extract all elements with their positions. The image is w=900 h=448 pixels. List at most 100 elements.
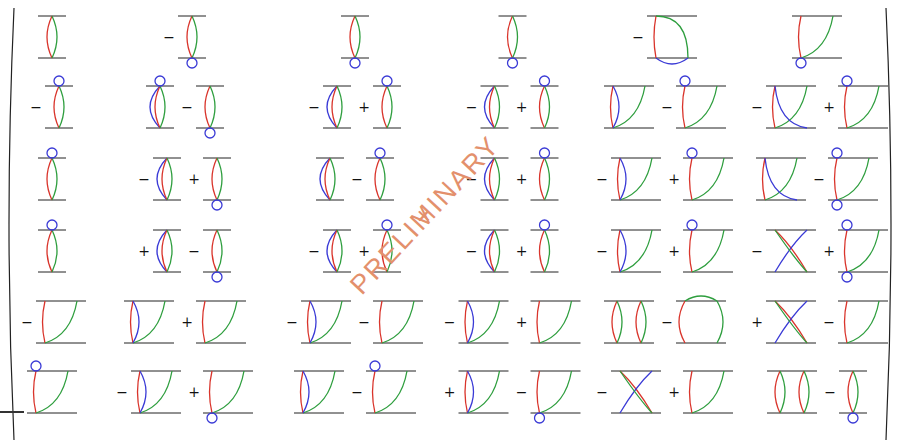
feynman-diagram [481, 86, 509, 128]
time-slice [604, 343, 654, 344]
sign-label: − [444, 313, 456, 331]
propagator-line [775, 86, 807, 128]
time-slice [611, 230, 661, 231]
propagator-line [320, 158, 330, 200]
right-bracket [886, 8, 891, 440]
sign-label: + [188, 383, 200, 401]
propagator-line [847, 301, 879, 343]
feynman-diagram [838, 76, 888, 128]
time-slice [373, 301, 423, 302]
sign-label: + [823, 242, 835, 260]
time-slice [838, 301, 888, 302]
propagator-line [775, 230, 807, 272]
propagator-line [617, 301, 622, 343]
feynman-diagram [203, 158, 231, 210]
propagator-line [375, 371, 407, 413]
time-slice [766, 86, 816, 87]
propagator-line [133, 301, 139, 343]
loop-bubble [687, 148, 697, 158]
time-slice [756, 200, 806, 201]
time-slice [676, 128, 726, 129]
propagator-line [485, 230, 495, 272]
loop-bubble [540, 220, 550, 230]
feynman-diagram [792, 16, 842, 68]
sign-label: + [181, 313, 193, 331]
time-slice [756, 158, 806, 159]
propagator-line [337, 86, 342, 128]
propagator-line [157, 158, 167, 200]
loop-bubble [680, 76, 690, 86]
propagator-line [47, 16, 52, 58]
time-slice [604, 301, 654, 302]
time-slice [366, 413, 416, 414]
sign-label: + [516, 242, 528, 260]
propagator-line [327, 86, 337, 128]
feynman-diagram [531, 301, 581, 343]
propagator-line [612, 301, 617, 343]
sign-label: − [596, 170, 608, 188]
feynman-diagram [481, 230, 509, 272]
time-slice [531, 371, 581, 372]
propagator-line [47, 230, 52, 272]
loop-bubble [535, 413, 545, 423]
propagator-line [692, 371, 724, 413]
propagator-line [685, 86, 717, 128]
propagator-line [52, 16, 57, 58]
time-slice [676, 343, 726, 344]
feynman-diagram [366, 361, 416, 413]
watermark: PRELIMINARY [344, 130, 506, 301]
propagator-line [656, 58, 688, 64]
feynman-diagram [839, 371, 867, 423]
propagator-line [773, 86, 776, 128]
propagator-line [620, 230, 652, 272]
propagator-line [157, 230, 167, 272]
sign-label: − [466, 242, 478, 260]
propagator-line [490, 86, 495, 128]
time-slice [373, 343, 423, 344]
feynman-diagram [766, 86, 816, 128]
sign-label: − [351, 383, 363, 401]
sign-label: + [668, 242, 680, 260]
feynman-diagram [341, 16, 369, 68]
loop-bubble [508, 58, 518, 68]
time-slice [766, 301, 816, 302]
propagator-line [690, 158, 693, 200]
propagator-line [765, 158, 797, 200]
time-slice [27, 413, 77, 414]
time-slice [604, 128, 654, 129]
propagator-line [847, 230, 879, 272]
propagator-line [375, 158, 380, 200]
loop-bubble [832, 148, 842, 158]
feynman-diagram [323, 230, 351, 272]
feynman-diagram [38, 220, 66, 272]
sign-label: − [751, 98, 763, 116]
feynman-diagram [373, 301, 423, 343]
propagator-line [690, 230, 693, 272]
time-slice [124, 301, 174, 302]
feynman-diagram [683, 371, 733, 413]
propagator-line [34, 371, 37, 413]
propagator-line [540, 86, 545, 128]
propagator-line [613, 86, 619, 128]
propagator-line [52, 230, 57, 272]
sign-label: + [823, 98, 835, 116]
propagator-line [801, 16, 833, 58]
sign-label: + [516, 313, 528, 331]
feynman-diagram [124, 301, 174, 343]
propagator-line [150, 86, 160, 128]
time-slice [459, 413, 509, 414]
propagator-line [468, 301, 474, 343]
feynman-diagram [531, 220, 559, 272]
propagator-line [155, 86, 160, 128]
loop-bubble [842, 272, 852, 282]
time-slice [683, 272, 733, 273]
time-slice [294, 413, 344, 414]
propagator-line [540, 371, 572, 413]
feynman-diagram [647, 16, 697, 64]
left-bracket [9, 8, 14, 440]
sign-label: − [824, 383, 836, 401]
sign-label: + [751, 313, 763, 331]
sign-label: − [596, 383, 608, 401]
propagator-line [799, 16, 802, 58]
